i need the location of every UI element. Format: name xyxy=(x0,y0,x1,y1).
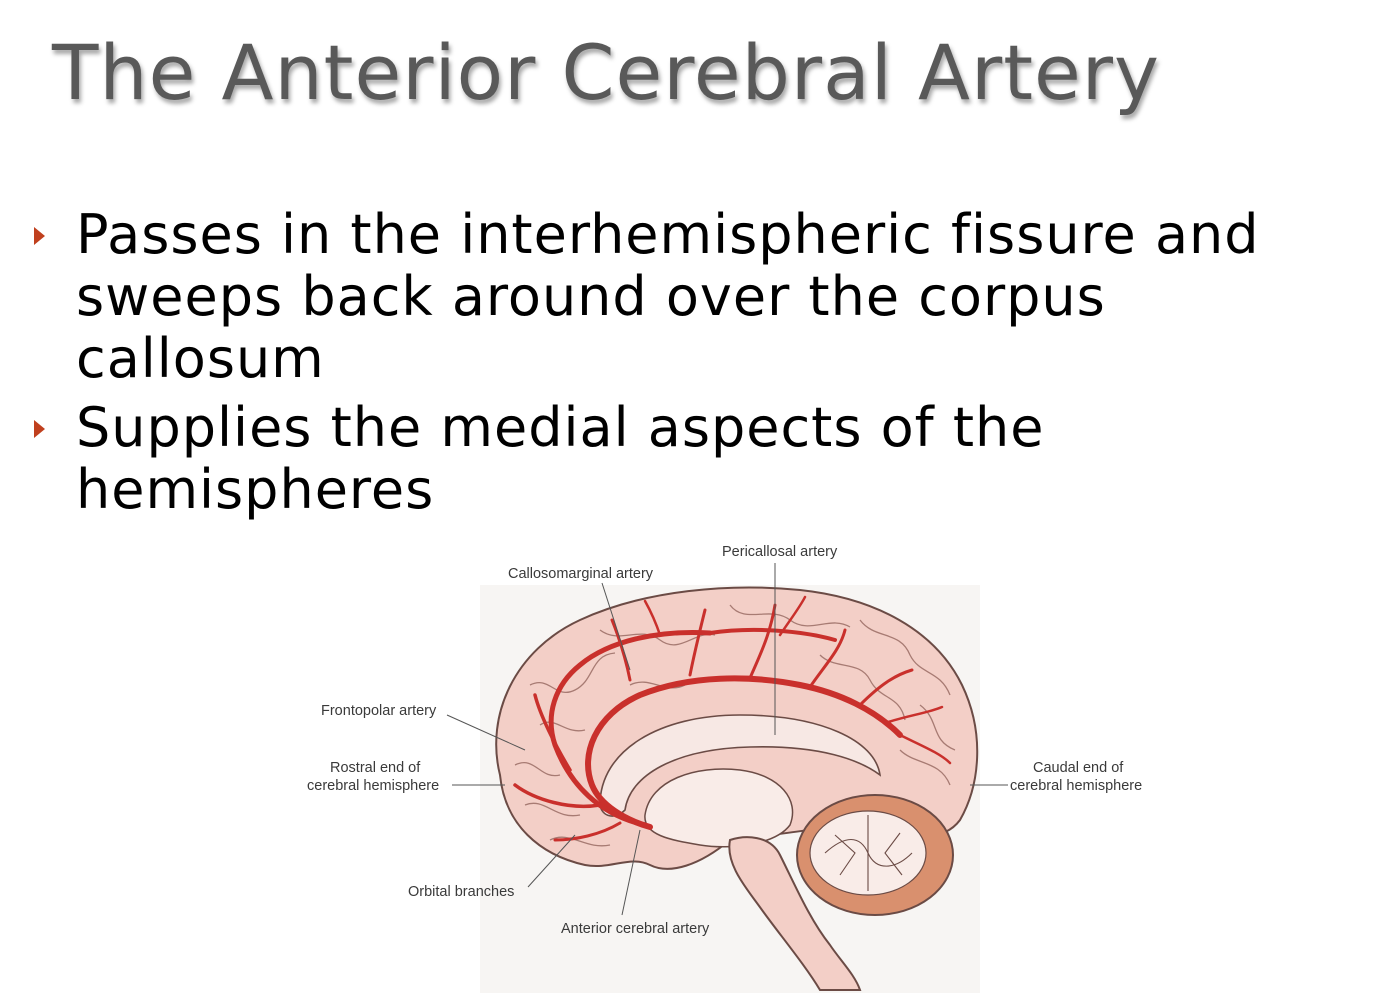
label-pericallosal-artery: Pericallosal artery xyxy=(722,544,838,560)
bullet-list: Passes in the interhemispheric fissure a… xyxy=(30,204,1360,528)
bullet-item: Passes in the interhemispheric fissure a… xyxy=(30,204,1360,390)
gyri-pattern xyxy=(514,604,956,847)
label-frontopolar-artery: Frontopolar artery xyxy=(321,703,437,719)
label-rostral-end-hemisphere: cerebral hemisphere xyxy=(307,778,439,794)
corpus-callosum xyxy=(599,714,882,817)
label-caudal-end: Caudal end of xyxy=(1033,760,1124,776)
leader-lines xyxy=(446,563,1008,916)
brain-figure: Pericallosal artery Callosomarginal arte… xyxy=(300,535,1170,993)
label-callosomarginal-artery: Callosomarginal artery xyxy=(508,566,654,582)
label-anterior-cerebral-artery: Anterior cerebral artery xyxy=(561,921,710,937)
brainstem xyxy=(728,836,862,991)
label-rostral-end: Rostral end of xyxy=(330,760,421,776)
cerebellum xyxy=(796,794,954,916)
slide-title: The Anterior Cerebral Artery xyxy=(52,28,1160,117)
brain-diagram: Pericallosal artery Callosomarginal arte… xyxy=(307,544,1142,993)
bullet-item: Supplies the medial aspects of the hemis… xyxy=(30,397,1360,521)
label-caudal-end-hemisphere: cerebral hemisphere xyxy=(1010,778,1142,794)
label-orbital-branches: Orbital branches xyxy=(408,884,514,900)
bullet-arrow-icon xyxy=(34,420,45,438)
bullet-text: Passes in the interhemispheric fissure a… xyxy=(76,203,1260,390)
bullet-arrow-icon xyxy=(34,227,45,245)
bullet-text: Supplies the medial aspects of the hemis… xyxy=(76,396,1045,521)
anterior-cerebral-artery-tree xyxy=(513,595,952,842)
thalamus xyxy=(644,768,794,848)
